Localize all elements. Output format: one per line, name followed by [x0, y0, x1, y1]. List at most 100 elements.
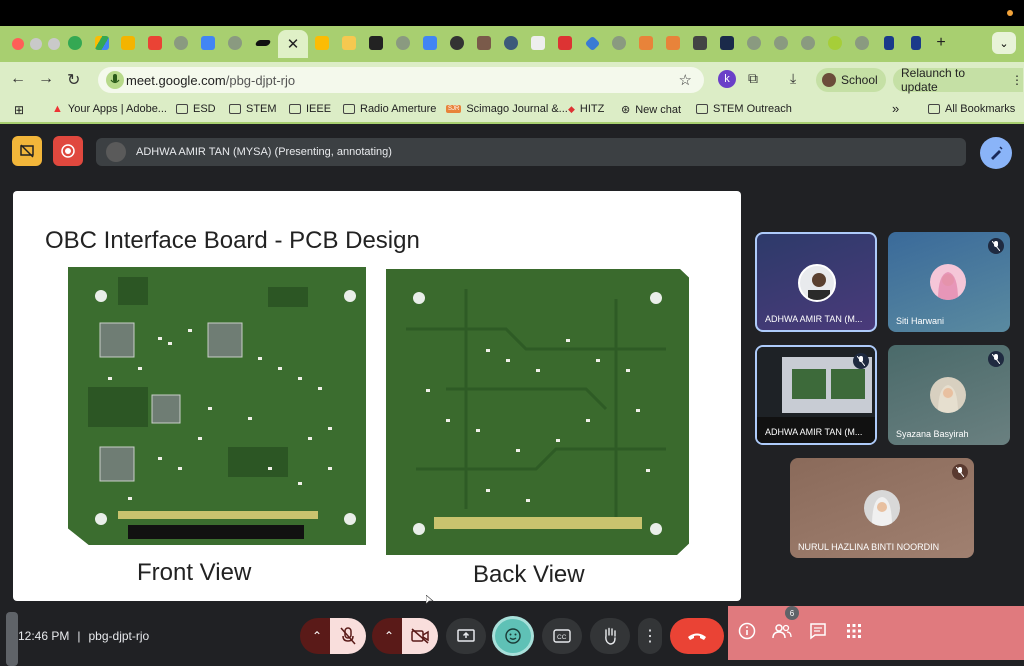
participant-tile[interactable]: Syazana Basyirah	[888, 345, 1010, 445]
tab-shield-1[interactable]	[878, 32, 900, 54]
tab-search-button[interactable]: ⌄	[992, 32, 1016, 54]
chat-button[interactable]	[807, 620, 829, 642]
tab-docs[interactable]	[311, 32, 333, 54]
reactions-button[interactable]	[492, 616, 534, 656]
apps-grid-icon[interactable]: ⊞	[14, 103, 25, 117]
bookmark-hitz[interactable]: ◆HITZ	[568, 103, 604, 115]
tab-gear[interactable]	[500, 32, 522, 54]
bookmark-esd[interactable]: ESD	[176, 103, 216, 115]
mouse-cursor-icon	[426, 595, 434, 605]
bookmark-adobe[interactable]: ▲Your Apps | Adobe...	[52, 103, 167, 115]
more-options-button[interactable]: ⋮	[638, 618, 662, 654]
profile-icon	[477, 36, 491, 50]
bookmarks-overflow-button[interactable]: »	[892, 101, 900, 116]
minimize-window-button[interactable]	[30, 38, 42, 50]
tab-e-2[interactable]	[662, 32, 684, 54]
people-button[interactable]	[771, 620, 793, 642]
bookmark-stem[interactable]: STEM	[229, 103, 277, 115]
video-options-button[interactable]: ⌃	[372, 618, 406, 654]
record-button[interactable]	[53, 136, 83, 166]
tab-target[interactable]	[446, 32, 468, 54]
site-info-icon[interactable]	[106, 71, 124, 89]
address-bar[interactable]: meet.google.com/pbg-djpt-rjo ☆	[98, 67, 704, 93]
meeting-controls-bar: 12:46 PM|pbg-djpt-rjo ⌃ ⌃ CC ⋮	[0, 606, 1024, 666]
bookmark-radio[interactable]: Radio Amerture	[343, 103, 436, 115]
chat-icon	[68, 36, 82, 50]
tab-generic-8[interactable]	[770, 32, 792, 54]
tab-m[interactable]	[689, 32, 711, 54]
bookmark-label: STEM	[246, 103, 277, 115]
forward-button[interactable]: →	[38, 70, 54, 87]
tab-cube[interactable]	[581, 32, 603, 54]
tab-shield-2[interactable]	[905, 32, 927, 54]
tab-generic-6[interactable]	[608, 32, 630, 54]
activities-button[interactable]	[843, 620, 865, 642]
participant-tile[interactable]: ADHWA AMIR TAN (M...	[755, 345, 877, 445]
meeting-details-button[interactable]	[736, 620, 758, 642]
tab-id[interactable]	[824, 32, 846, 54]
camera-toggle-button[interactable]	[402, 618, 438, 654]
participant-tile[interactable]: Siti Harwani	[888, 232, 1010, 332]
presenter-bar: ADHWA AMIR TAN (MYSA) (Presenting, annot…	[96, 138, 966, 166]
extension-k-icon[interactable]: k	[718, 70, 736, 88]
back-button[interactable]: ←	[10, 70, 26, 87]
tab-generic-1[interactable]	[170, 32, 192, 54]
tab-generic-5[interactable]	[527, 32, 549, 54]
apps-grid-icon	[847, 624, 861, 638]
mic-off-icon	[340, 627, 356, 645]
all-bookmarks-button[interactable]: All Bookmarks	[928, 103, 1015, 115]
tab-hitz[interactable]	[554, 32, 576, 54]
tab-close-active[interactable]: ✕	[278, 30, 308, 58]
close-tab-icon[interactable]: ✕	[286, 36, 300, 53]
reload-button[interactable]: ↻	[67, 72, 81, 89]
relaunch-button[interactable]: Relaunch to update⋮	[893, 66, 1023, 94]
tab-e-1[interactable]	[635, 32, 657, 54]
tab-gmail[interactable]	[144, 32, 166, 54]
tab-calendar[interactable]	[197, 32, 219, 54]
leave-call-button[interactable]	[670, 618, 724, 654]
tab-generic-4[interactable]	[392, 32, 414, 54]
people-count-badge: 6	[785, 606, 799, 620]
tab-slides[interactable]	[117, 32, 139, 54]
download-icon[interactable]: ⤓	[790, 70, 797, 86]
bookmark-stem-outreach[interactable]: STEM Outreach	[696, 103, 792, 115]
tab-drive[interactable]	[91, 32, 113, 54]
annotate-button[interactable]	[980, 137, 1012, 169]
new-tab-button[interactable]: +	[930, 32, 952, 54]
profile-button[interactable]: School	[816, 68, 886, 92]
bookmark-star-icon[interactable]: ☆	[678, 72, 692, 89]
tab-generic-3[interactable]	[338, 32, 360, 54]
tab-generic-10[interactable]	[851, 32, 873, 54]
present-screen-button[interactable]	[446, 618, 486, 654]
participant-tile[interactable]: ADHWA AMIR TAN (M...	[755, 232, 877, 332]
bookmark-new-chat[interactable]: ⊛New chat	[621, 103, 682, 117]
participant-tile[interactable]: NURUL HAZLINA BINTI NOORDIN	[790, 458, 974, 558]
present-icon	[457, 629, 475, 642]
calendar-icon	[201, 36, 215, 50]
tab-fkt[interactable]	[365, 32, 387, 54]
bookmark-ieee[interactable]: IEEE	[289, 103, 331, 115]
captions-off-button[interactable]	[12, 136, 42, 166]
tab-profile[interactable]	[473, 32, 495, 54]
tab-sn[interactable]	[716, 32, 738, 54]
tab-chat[interactable]	[64, 32, 86, 54]
tab-generic-2[interactable]	[224, 32, 246, 54]
tab-generic-7[interactable]	[743, 32, 765, 54]
microphone-toggle-button[interactable]	[330, 618, 366, 654]
globe-icon	[855, 36, 869, 50]
raise-hand-button[interactable]	[590, 618, 630, 654]
tab-calendar-2[interactable]	[419, 32, 441, 54]
tab-generic-9[interactable]	[797, 32, 819, 54]
tab-meet-logo[interactable]	[252, 32, 274, 54]
extensions-puzzle-icon[interactable]: ⧉	[748, 70, 758, 86]
close-window-button[interactable]	[12, 38, 24, 50]
bookmark-label: New chat	[635, 103, 682, 116]
side-panel-handle[interactable]	[6, 612, 18, 666]
maximize-window-button[interactable]	[48, 38, 60, 50]
audio-options-button[interactable]: ⌃	[300, 618, 334, 654]
navigation-bar: ← → ↻ meet.google.com/pbg-djpt-rjo ☆ k ⧉…	[0, 62, 1024, 98]
cc-icon: CC	[553, 629, 571, 643]
captions-button[interactable]: CC	[542, 618, 582, 654]
pcb-back-image	[386, 269, 689, 555]
